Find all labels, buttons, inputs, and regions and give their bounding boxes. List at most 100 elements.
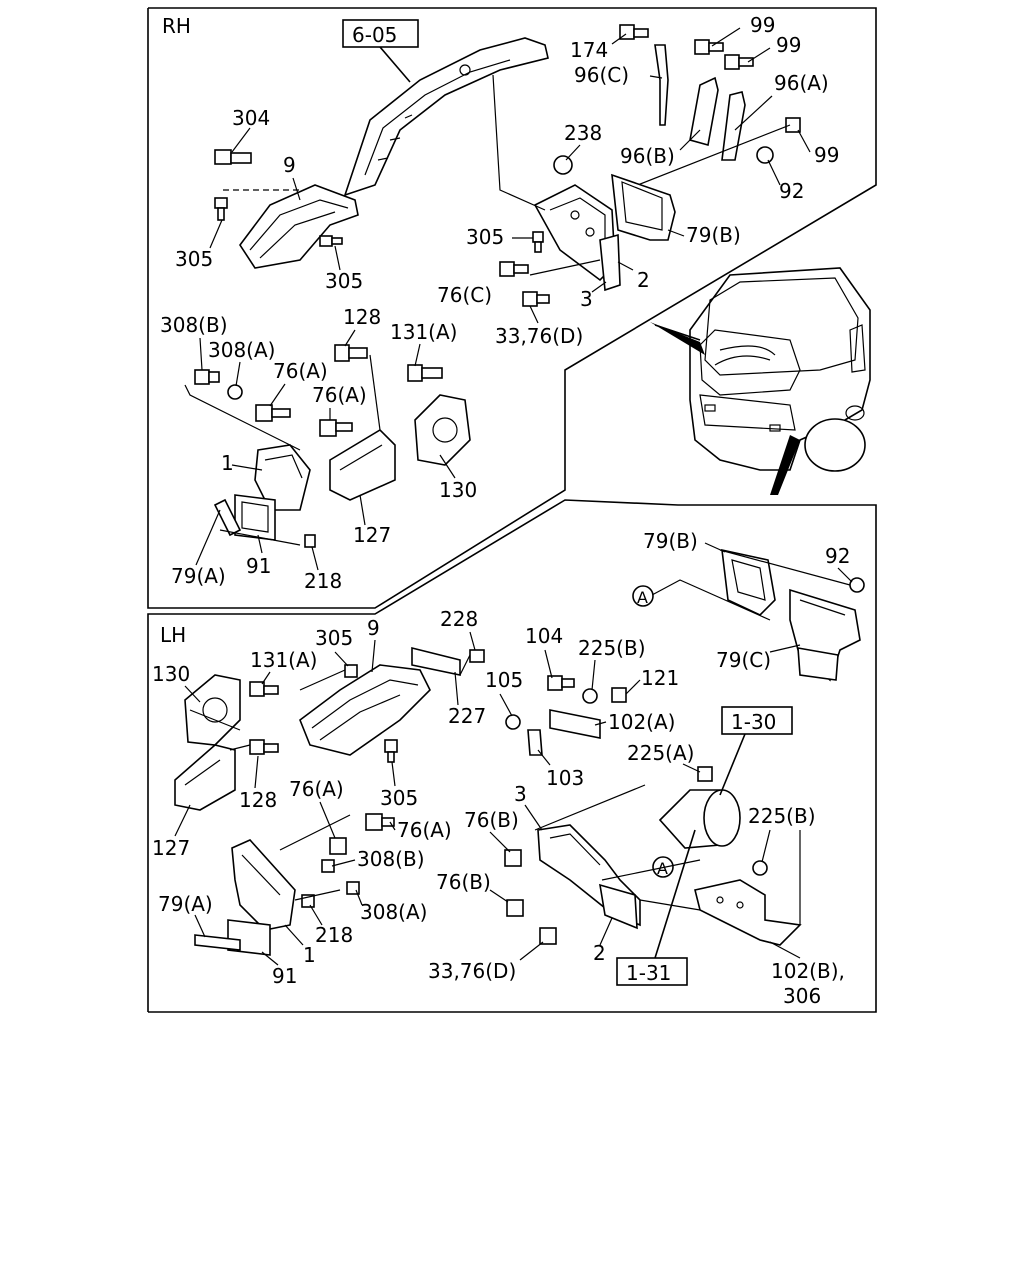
rh-label-79b: 79(B) bbox=[686, 223, 741, 247]
rh-label-99a: 99 bbox=[750, 13, 775, 37]
rh-bolt-174 bbox=[619, 24, 649, 40]
lh-frame bbox=[147, 499, 877, 1013]
lh-label-76b-2: 76(B) bbox=[436, 870, 491, 894]
rh-label-33-76d: 33,76(D) bbox=[495, 324, 583, 348]
rh-plate-91 bbox=[234, 494, 276, 541]
lh-bolt-305b bbox=[384, 739, 398, 763]
rh-label-131a: 131(A) bbox=[390, 320, 457, 344]
rh-bolt-99c bbox=[785, 117, 801, 133]
truck-cab-illustration bbox=[650, 267, 871, 495]
rh-fender-stay bbox=[343, 37, 549, 197]
rh-bolt-131a bbox=[407, 364, 443, 382]
leader-1-30 bbox=[719, 733, 746, 796]
lh-bolt-76a-2 bbox=[365, 813, 395, 831]
lh-label-130: 130 bbox=[152, 662, 190, 686]
lh-bracket-2-3 bbox=[537, 824, 641, 930]
rh-bolt-308b bbox=[194, 369, 220, 385]
rh-nut-92 bbox=[756, 146, 774, 164]
rh-label-127: 127 bbox=[353, 523, 391, 547]
rh-label-1: 1 bbox=[221, 451, 234, 475]
rh-link-308b bbox=[184, 384, 301, 451]
lh-nut-225b bbox=[582, 688, 598, 704]
lh-label-102b: 102(B), bbox=[771, 959, 845, 983]
rh-label-76c: 76(C) bbox=[437, 283, 492, 307]
rh-label-308b: 308(B) bbox=[160, 313, 228, 337]
lh-bracket-9 bbox=[299, 664, 431, 756]
lh-label-9: 9 bbox=[367, 616, 380, 640]
rh-bolt-76c bbox=[499, 261, 529, 277]
rh-label-218: 218 bbox=[304, 569, 342, 593]
rh-bolt-76a-1 bbox=[255, 404, 291, 422]
rh-bracket-2-3 bbox=[533, 184, 621, 292]
lh-label-121: 121 bbox=[641, 666, 679, 690]
rh-bracket-127 bbox=[329, 428, 396, 501]
lh-bracket-1 bbox=[231, 839, 296, 931]
rh-label-305-mid: 305 bbox=[325, 269, 363, 293]
rh-label-96b: 96(B) bbox=[620, 144, 675, 168]
lh-bracket-103 bbox=[527, 729, 543, 756]
rh-bolt-218 bbox=[304, 534, 316, 548]
lh-bolt-128 bbox=[249, 739, 279, 755]
rh-bracket-96a bbox=[721, 91, 746, 161]
rh-label-9: 9 bbox=[283, 153, 296, 177]
rh-label-130: 130 bbox=[439, 478, 477, 502]
rh-bolt-3376d bbox=[522, 291, 550, 307]
lh-bracket-79a bbox=[194, 934, 241, 951]
lh-bolt-76a-1 bbox=[329, 837, 347, 855]
lh-label-227: 227 bbox=[448, 704, 486, 728]
lh-bolt-305 bbox=[344, 664, 358, 678]
ref-1-31-label: 1-31 bbox=[626, 961, 671, 985]
ref-box-1-30 bbox=[721, 706, 793, 735]
rh-section-label: RH bbox=[162, 14, 191, 38]
lh-bolt-228 bbox=[469, 649, 485, 663]
rh-label-305-left: 305 bbox=[175, 247, 213, 271]
rh-label-305-right: 305 bbox=[466, 225, 504, 249]
lh-label-1: 1 bbox=[303, 943, 316, 967]
rh-bolt-238 bbox=[553, 155, 573, 175]
lh-label-225b-2: 225(B) bbox=[748, 804, 816, 828]
rh-label-174: 174 bbox=[570, 38, 608, 62]
rh-bracket-96b bbox=[689, 76, 719, 147]
lh-label-91: 91 bbox=[272, 964, 297, 988]
rh-link-128 bbox=[369, 354, 381, 431]
rh-label-99c: 99 bbox=[814, 143, 839, 167]
ref-box-1-31 bbox=[616, 957, 688, 986]
rh-frame bbox=[147, 7, 877, 609]
lh-label-131a: 131(A) bbox=[250, 648, 317, 672]
lh-bolt-225a bbox=[697, 766, 713, 782]
lh-circle-a-bottom-label: A bbox=[657, 859, 668, 878]
ref-box-6-05 bbox=[342, 19, 419, 48]
lh-label-127: 127 bbox=[152, 836, 190, 860]
lh-bolt-76b-1 bbox=[504, 849, 522, 867]
lh-nut-105 bbox=[505, 714, 521, 730]
lh-label-105: 105 bbox=[485, 668, 523, 692]
rh-link-6-05 bbox=[492, 74, 546, 211]
rh-label-238: 238 bbox=[564, 121, 602, 145]
rh-label-304: 304 bbox=[232, 106, 270, 130]
lh-label-3: 3 bbox=[514, 782, 527, 806]
rh-label-91: 91 bbox=[246, 554, 271, 578]
lh-label-76a-1: 76(A) bbox=[289, 777, 344, 801]
lh-tank bbox=[658, 789, 741, 849]
lh-label-33-76d: 33,76(D) bbox=[428, 959, 516, 983]
rh-bolt-305-mid bbox=[319, 235, 343, 247]
rh-bracket-130 bbox=[414, 394, 471, 466]
lh-label-225b-1: 225(B) bbox=[578, 636, 646, 660]
rh-bracket-96c bbox=[654, 44, 669, 126]
lh-label-79c: 79(C) bbox=[716, 648, 771, 672]
lh-label-128: 128 bbox=[239, 788, 277, 812]
lh-nut-225b-2 bbox=[752, 860, 768, 876]
lh-label-218: 218 bbox=[315, 923, 353, 947]
rh-label-76a-2: 76(A) bbox=[312, 383, 367, 407]
rh-bolt-99a bbox=[694, 39, 724, 55]
rh-label-99b: 99 bbox=[776, 33, 801, 57]
rh-bolt-308a bbox=[227, 384, 243, 400]
rh-bracket-79a bbox=[213, 498, 242, 537]
lh-label-102a: 102(A) bbox=[608, 710, 675, 734]
rh-link-218 bbox=[219, 529, 301, 546]
lh-bolt-121 bbox=[611, 687, 627, 703]
lh-detail-a bbox=[651, 548, 865, 682]
lh-label-228: 228 bbox=[440, 607, 478, 631]
rh-label-2: 2 bbox=[637, 268, 650, 292]
lh-label-305: 305 bbox=[315, 626, 353, 650]
